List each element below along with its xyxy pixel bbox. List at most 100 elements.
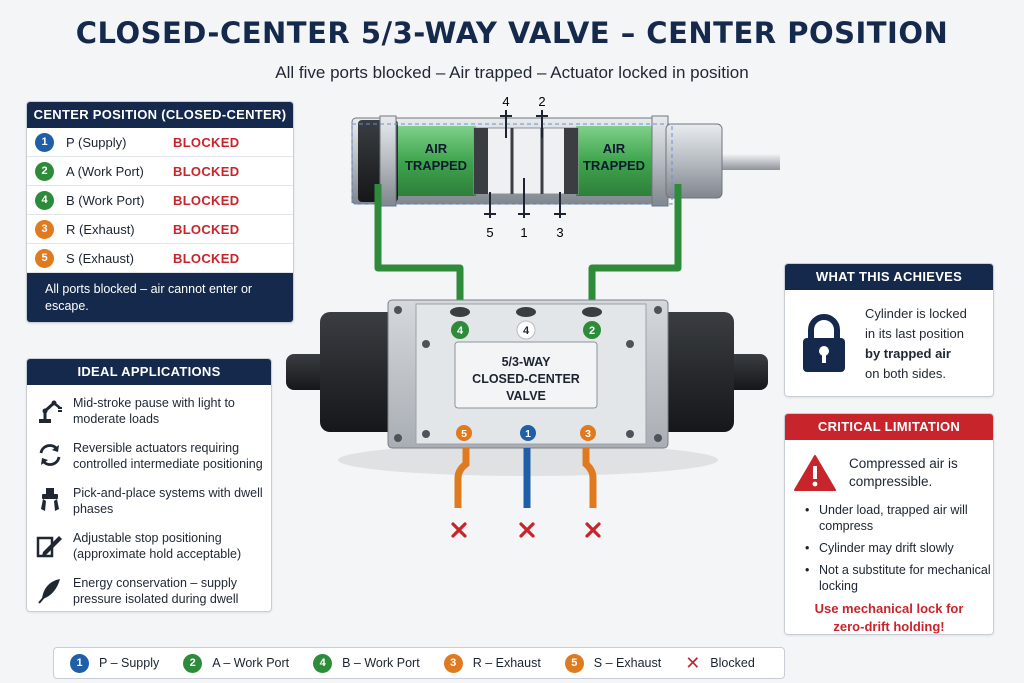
- legend-badge: 3: [443, 653, 463, 673]
- what-this-achieves-panel: WHAT THIS ACHIEVES Cylinder is locked in…: [784, 263, 994, 397]
- achieves-line: Cylinder is locked: [865, 306, 967, 321]
- critical-main-text: Compressed air is compressible.: [849, 455, 958, 491]
- application-text: Mid-stroke pause with light to moderate …: [73, 396, 235, 426]
- center-position-footer: All ports blocked – air cannot enter or …: [27, 273, 293, 322]
- ideal-applications-panel: IDEAL APPLICATIONS Mid-stroke pause with…: [26, 358, 272, 612]
- pneumatic-cylinder: AIR TRAPPED AIR TRAPPED 4 2 5 1 3: [351, 94, 780, 240]
- legend: 1 P – Supply 2 A – Work Port 4 B – Work …: [53, 647, 785, 679]
- port-number-badge: 1: [35, 132, 54, 152]
- legend-item: 5 S – Exhaust: [564, 653, 661, 673]
- achieves-line: on both sides.: [865, 366, 946, 381]
- port-row-p: 1 P (Supply) BLOCKED: [27, 128, 293, 157]
- cylinder-port-label: 3: [556, 225, 563, 240]
- what-this-achieves-title: WHAT THIS ACHIEVES: [785, 264, 993, 290]
- directional-valve: 5/3-WAY CLOSED-CENTER VALVE 4 4 2 5 1 3: [286, 299, 768, 476]
- critical-bullet-list: Under load, trapped air will compress Cy…: [805, 502, 993, 594]
- application-item: Mid-stroke pause with light to moderate …: [27, 389, 271, 434]
- valve-port-number: 1: [525, 428, 531, 440]
- port-name: P (Supply): [66, 134, 127, 150]
- port-number-badge: 5: [35, 248, 54, 268]
- legend-item: ✕ Blocked: [685, 654, 755, 672]
- legend-item: 1 P – Supply: [70, 653, 159, 673]
- valve-port-number: 2: [589, 325, 595, 337]
- cylinder-port-label: 5: [486, 225, 493, 240]
- exhaust-r-tube: [582, 448, 597, 508]
- reverse-arrows-icon: [39, 444, 61, 466]
- critical-main-line: Compressed air is: [849, 456, 958, 471]
- valve-port-badge: [580, 425, 596, 441]
- spool-seal: [474, 128, 488, 194]
- achieves-text: Cylinder is locked in its last position …: [865, 304, 967, 384]
- warning-icon: [794, 455, 836, 491]
- legend-item: 2 A – Work Port: [183, 653, 289, 673]
- critical-warning-line: Use mechanical lock for: [814, 601, 964, 616]
- cylinder-end-cap-right: [665, 123, 723, 199]
- critical-warning-line: zero-drift holding!: [833, 619, 945, 634]
- legend-badge: 1: [70, 653, 89, 673]
- valve-solenoid-left: [320, 312, 400, 432]
- list-item: Under load, trapped air will compress: [805, 502, 993, 534]
- valve-label: VALVE: [506, 389, 546, 403]
- port-status: BLOCKED: [173, 192, 240, 208]
- critical-limitation-title: CRITICAL LIMITATION: [785, 414, 993, 440]
- gripper-icon: [41, 488, 59, 511]
- port-status: BLOCKED: [173, 221, 240, 237]
- cylinder-port-label: 2: [538, 94, 545, 109]
- blocked-x-icon: ✕: [685, 653, 701, 673]
- port-name: A (Work Port): [66, 163, 144, 179]
- port-number-badge: 3: [35, 219, 54, 239]
- valve-label: 5/3-WAY: [502, 355, 552, 369]
- cylinder-port-label: 4: [502, 94, 509, 109]
- list-item: Cylinder may drift slowly: [805, 540, 993, 556]
- left-air-chamber: [396, 126, 476, 196]
- valve-port-badge: [520, 425, 536, 441]
- application-item: Adjustable stop positioning (approximate…: [27, 524, 271, 569]
- valve-port-badge: [583, 321, 601, 339]
- port-name: R (Exhaust): [66, 221, 135, 237]
- achieves-line: in its last position: [865, 326, 964, 341]
- port-number-badge: 4: [35, 190, 54, 210]
- port-number-badge: 2: [35, 161, 54, 181]
- application-item: Pick-and-place systems with dwell phases: [27, 479, 271, 524]
- valve-port-number: 4: [523, 325, 530, 337]
- left-chamber-label: TRAPPED: [405, 158, 467, 173]
- valve-label-plate: [454, 341, 598, 409]
- robot-arm-icon: [39, 400, 62, 423]
- blocked-x-icon: [519, 522, 535, 538]
- application-text: Energy conservation – supply pressure is…: [73, 576, 239, 606]
- valve-port-number: 4: [457, 325, 464, 337]
- port-row-a: 2 A (Work Port) BLOCKED: [27, 157, 293, 186]
- port-name: S (Exhaust): [66, 250, 134, 266]
- port-status: BLOCKED: [173, 163, 240, 179]
- valve-label: CLOSED-CENTER: [472, 372, 580, 386]
- left-chamber-label: AIR: [425, 141, 448, 156]
- cylinder-port-label: 1: [520, 225, 527, 240]
- achieves-line: by trapped air: [865, 346, 951, 361]
- page-title: CLOSED-CENTER 5/3-WAY VALVE – CENTER POS…: [75, 16, 949, 50]
- legend-badge: 4: [313, 653, 333, 673]
- valve-solenoid-right: [654, 312, 734, 432]
- center-position-title: CENTER POSITION (CLOSED-CENTER): [27, 102, 293, 128]
- application-item: Reversible actuators requiring controlle…: [27, 434, 271, 479]
- critical-limitation-panel: CRITICAL LIMITATION Compressed air is co…: [784, 413, 994, 635]
- work-port-a-tube: [588, 184, 682, 310]
- legend-badge: 2: [183, 653, 203, 673]
- list-item: Not a substitute for mechanical locking: [805, 562, 993, 594]
- right-chamber-label: AIR: [603, 141, 626, 156]
- port-row-s: 5 S (Exhaust) BLOCKED: [27, 244, 293, 273]
- application-text: Reversible actuators requiring controlle…: [73, 441, 263, 471]
- valve-port-badge: [516, 320, 536, 340]
- page-subtitle: All five ports blocked – Air trapped – A…: [275, 63, 749, 82]
- feather-icon: [38, 579, 60, 604]
- work-port-b-tube: [374, 184, 464, 310]
- blocked-x-icon: [451, 522, 467, 538]
- port-name: B (Work Port): [66, 192, 145, 208]
- padlock-icon: [803, 314, 845, 372]
- port-status: BLOCKED: [173, 134, 240, 150]
- legend-label: B – Work Port: [342, 656, 420, 670]
- adjust-stop-icon: [36, 536, 62, 558]
- application-item: Energy conservation – supply pressure is…: [27, 569, 271, 611]
- legend-badge: 5: [564, 653, 584, 673]
- ideal-applications-title: IDEAL APPLICATIONS: [27, 359, 271, 385]
- piston-spool: [473, 127, 579, 195]
